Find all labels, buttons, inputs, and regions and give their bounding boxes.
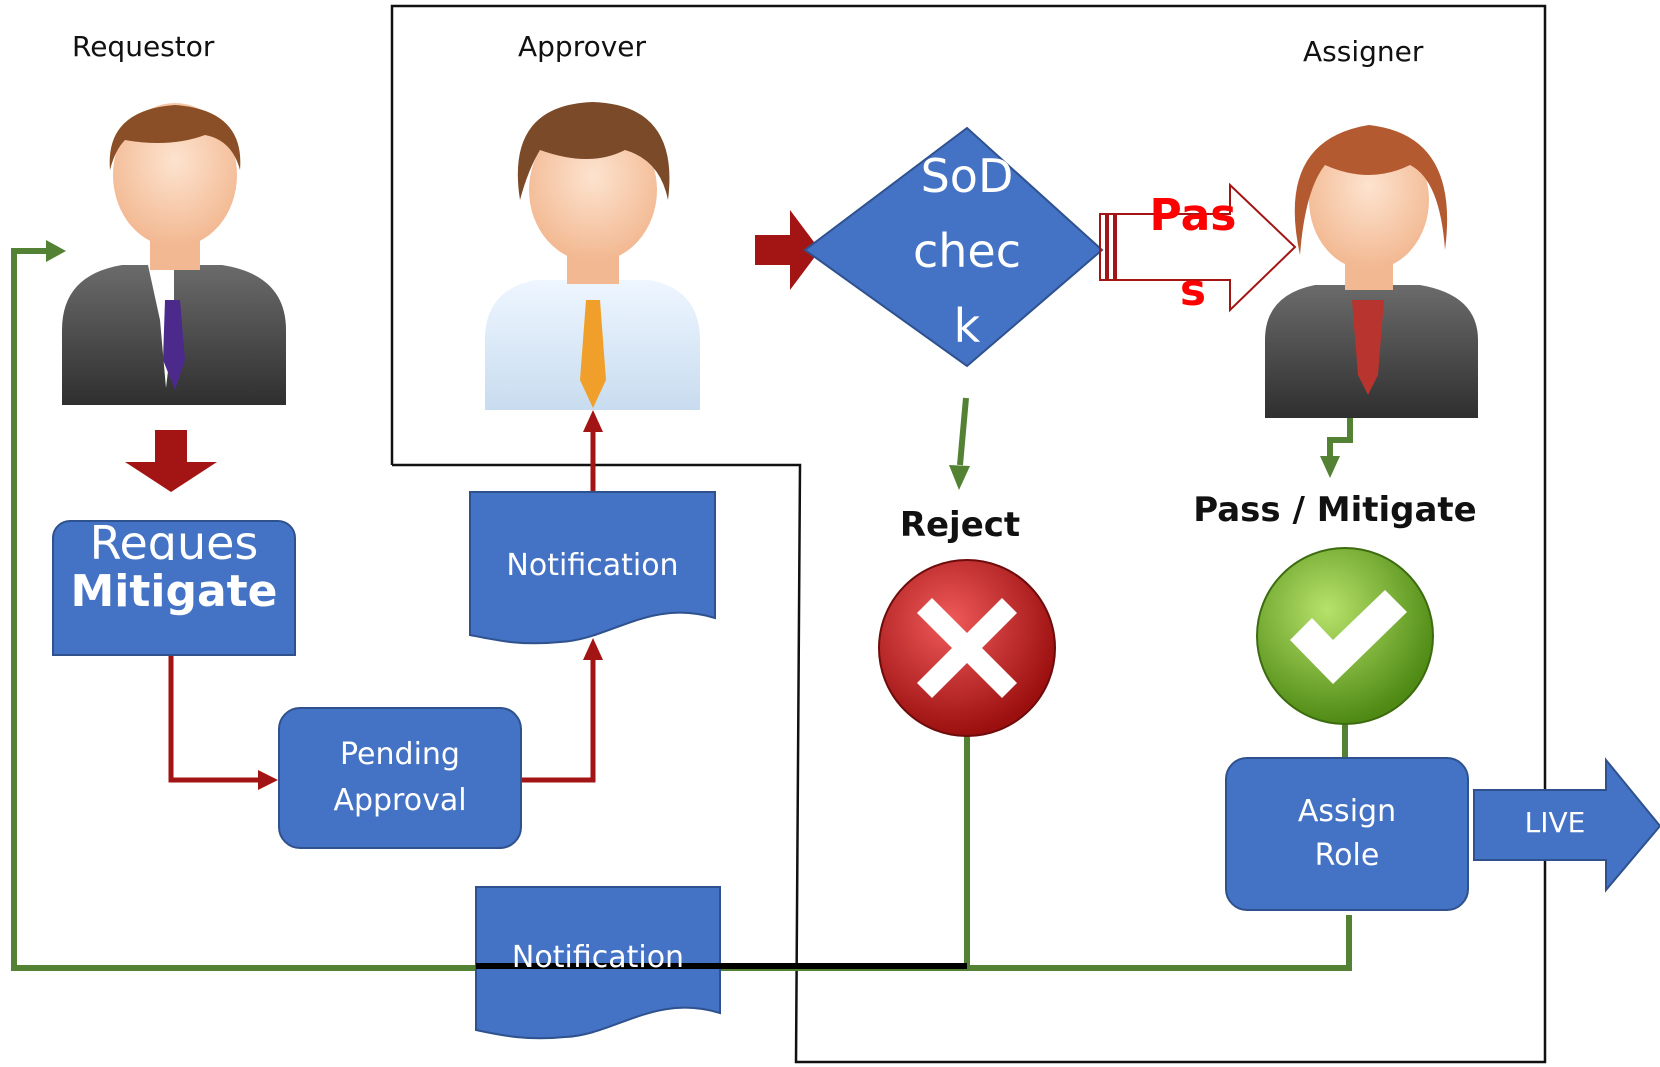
live-arrow-shape [1473, 757, 1660, 893]
pass-label-line2: s [1180, 265, 1206, 316]
requestor-lane-label: Requestor [72, 30, 215, 63]
mitigate-to-pending-line [168, 645, 262, 783]
pending-approval-box: Pending Approval [278, 707, 522, 849]
assign-role-line2: Role [1314, 838, 1380, 873]
approver-lane-frame [390, 4, 1547, 1064]
reject-arrowhead-icon [949, 465, 970, 490]
sod-to-reject-line [957, 397, 969, 466]
request-down-arrow-icon [125, 430, 217, 492]
assigner-to-pass-line [1327, 418, 1353, 460]
pending-arrowhead-icon [258, 770, 278, 790]
return-arrowhead-icon [46, 240, 66, 262]
notification-bottom-label: Notification [511, 940, 685, 975]
sod-check-line3: k [954, 299, 981, 353]
mitigate-label: Mitigate [54, 559, 294, 617]
notification-top-shape [469, 491, 716, 645]
notification-bottom-shape [475, 886, 721, 1040]
pass-mitigate-arrowhead-icon [1320, 456, 1340, 478]
sod-check-line1: SoD [921, 149, 1014, 203]
return-path-line [11, 248, 1352, 971]
approver-arrowhead-icon [583, 410, 603, 432]
pass-check-icon [1256, 547, 1434, 725]
requestor-avatar-icon [62, 103, 286, 405]
pass-mitigate-label: Pass / Mitigate [1193, 490, 1477, 530]
reject-x-icon [878, 559, 1056, 737]
reject-label: Reject [899, 505, 1021, 545]
sod-check-line2: chec [913, 224, 1021, 278]
assigner-avatar-icon [1265, 125, 1478, 418]
notification-arrowhead-icon [583, 638, 603, 660]
assign-role-line1: Assign [1297, 794, 1397, 829]
pass-arrow-icon [1099, 182, 1297, 313]
assign-role-box: Assign Role [1225, 757, 1469, 911]
approver-avatar-icon [485, 102, 700, 410]
pending-to-notification-line [520, 655, 596, 783]
assigner-lane-label: Assigner [1303, 35, 1424, 68]
pending-approval-line1: Pending [340, 737, 460, 772]
mitigate-box: Reques Mitigate [52, 520, 296, 656]
pass-label-line1: Pas [1150, 190, 1237, 241]
approver-lane-label: Approver [518, 30, 647, 63]
live-label: LIVE [1524, 806, 1586, 839]
pending-approval-line2: Approval [333, 783, 467, 818]
notification-top-label: Notification [506, 548, 679, 583]
sod-check-diamond [803, 126, 1104, 368]
approver-to-sod-arrow-icon [755, 210, 820, 290]
